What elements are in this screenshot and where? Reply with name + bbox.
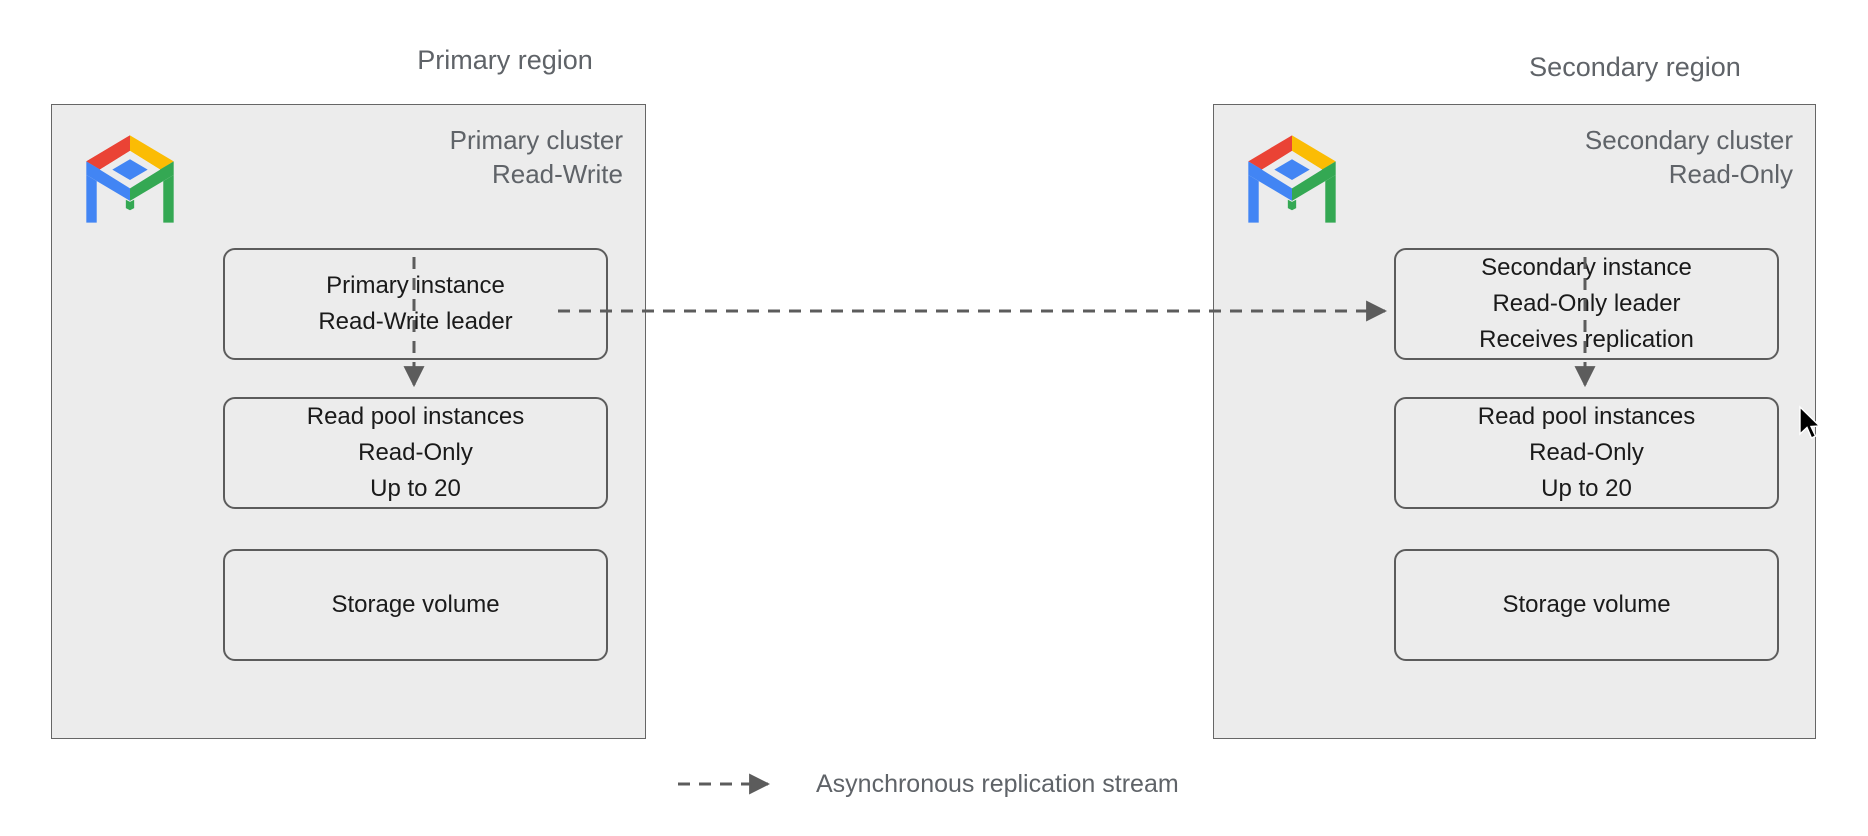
alloydb-logo-icon: [1248, 135, 1336, 223]
legend-label: Asynchronous replication stream: [816, 770, 1179, 798]
node-storage-volume[interactable]: Storage volume: [1394, 549, 1779, 661]
secondary-cluster-heading: Secondary cluster Read-Only: [1584, 125, 1793, 189]
node-read-pool-instances[interactable]: Read pool instances Read-Only Up to 20: [1394, 397, 1779, 509]
node-read-pool-instances[interactable]: Read pool instances Read-Only Up to 20: [223, 397, 608, 509]
legend-dashed-arrow-icon: [678, 773, 771, 795]
legend: Asynchronous replication stream: [676, 770, 1179, 798]
secondary-cluster-panel: Secondary cluster Read-Only Secondary in…: [1213, 104, 1816, 739]
secondary-region-title: Secondary region: [1529, 52, 1741, 82]
node-secondary-instance[interactable]: Secondary instance Read-Only leader Rece…: [1394, 248, 1779, 360]
node-storage-volume[interactable]: Storage volume: [223, 549, 608, 661]
mouse-pointer-icon: [1799, 405, 1822, 439]
alloydb-logo-icon: [86, 135, 174, 223]
node-primary-instance[interactable]: Primary instance Read-Write leader: [223, 248, 608, 360]
primary-region-title: Primary region: [417, 45, 593, 75]
primary-cluster-panel: Primary cluster Read-Write: [51, 104, 646, 739]
primary-cluster-heading: Primary cluster Read-Write: [449, 125, 623, 189]
